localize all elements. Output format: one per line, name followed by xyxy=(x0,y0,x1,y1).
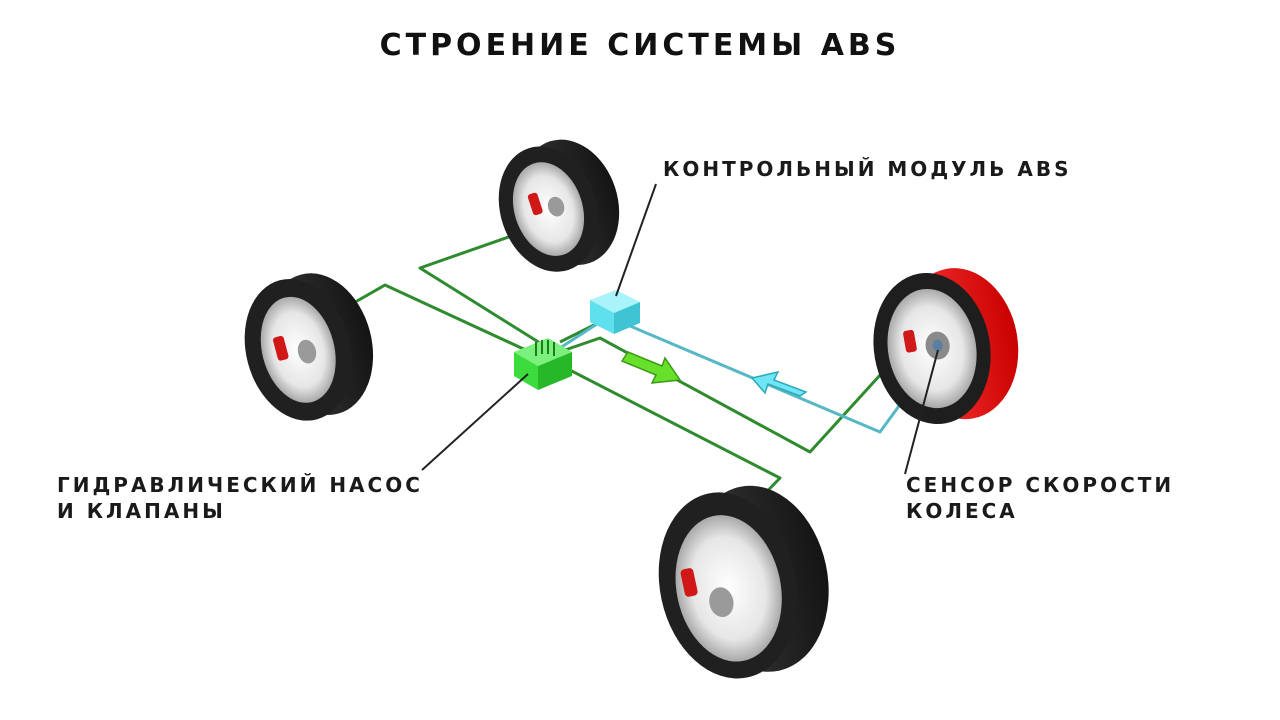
wheel-speed-sensor-label: СЕНСОР СКОРОСТИ КОЛЕСА xyxy=(906,472,1174,524)
caliper-front-right xyxy=(680,568,698,597)
brake-line-rear-left xyxy=(349,283,531,354)
control-module xyxy=(590,290,640,334)
brake-line-rear-right xyxy=(564,336,914,454)
control-module-label: КОНТРОЛЬНЫЙ МОДУЛЬ ABS xyxy=(663,156,1072,182)
hydraulic-pump-label-line2: И КЛАПАНЫ xyxy=(57,499,226,523)
sensor-signal-arrow xyxy=(750,370,808,397)
leader-lines xyxy=(421,183,939,475)
hydraulic-pump xyxy=(514,338,572,390)
wheel-rear-left xyxy=(244,273,374,421)
wheel-rear-right xyxy=(873,268,1019,425)
pressure-flow-arrow xyxy=(620,351,682,384)
leader-sensor xyxy=(904,349,939,475)
wheel-speed-sensor-label-line1: СЕНСОР СКОРОСТИ xyxy=(906,473,1175,497)
sensor-line-module-pump xyxy=(559,320,601,350)
wheel-speed-sensor-label-line2: КОЛЕСА xyxy=(906,499,1018,523)
wheel-front-right xyxy=(658,485,829,679)
control-module-label-text: КОНТРОЛЬНЫЙ МОДУЛЬ ABS xyxy=(663,157,1072,181)
caliper-rear-left xyxy=(273,335,289,361)
leader-pump xyxy=(421,373,529,471)
hydraulic-pump-label-line1: ГИДРАВЛИЧЕСКИЙ НАСОС xyxy=(57,473,423,497)
page-title: СТРОЕНИЕ СИСТЕМЫ ABS xyxy=(379,28,901,63)
leader-control-module xyxy=(615,183,657,297)
caliper-front-left xyxy=(527,192,543,216)
hydraulic-pump-label: ГИДРАВЛИЧЕСКИЙ НАСОС И КЛАПАНЫ xyxy=(57,472,423,524)
brake-lines xyxy=(349,224,914,542)
wheel-front-left xyxy=(498,139,620,272)
brake-line-front-left xyxy=(418,224,541,345)
caliper-rear-right xyxy=(903,329,917,353)
